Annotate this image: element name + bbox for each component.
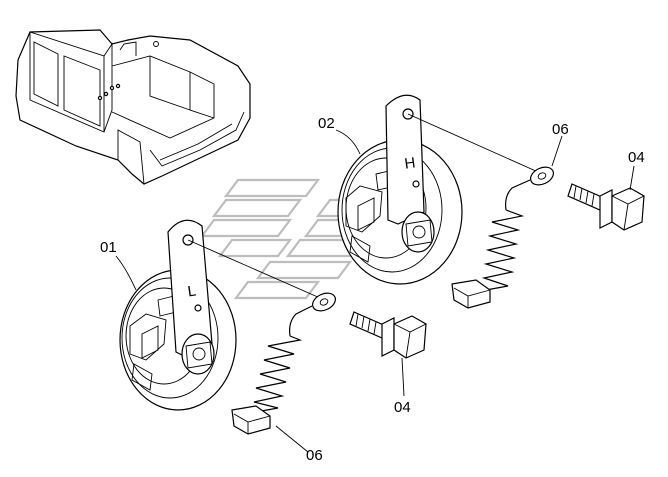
callout-horn-low: 01 bbox=[100, 239, 117, 256]
bracket-mark-high: H bbox=[403, 154, 416, 172]
bracket-mark-low: L bbox=[187, 283, 198, 301]
harness-lower bbox=[231, 292, 336, 435]
harness-upper bbox=[451, 166, 554, 309]
callout-harness-upper: 06 bbox=[552, 121, 569, 138]
machine-location-icon bbox=[15, 29, 251, 185]
horn-low bbox=[119, 219, 237, 411]
callout-bolt-upper: 04 bbox=[628, 149, 645, 166]
bolt-upper bbox=[567, 183, 645, 231]
callout-horn-high: 02 bbox=[318, 115, 335, 132]
leader-lines bbox=[115, 129, 635, 453]
horn-high bbox=[337, 94, 463, 285]
bolt-lower bbox=[349, 311, 427, 359]
callout-bolt-lower: 04 bbox=[394, 399, 411, 416]
callout-harness-lower: 06 bbox=[306, 447, 323, 464]
assembly-lines bbox=[187, 113, 539, 299]
